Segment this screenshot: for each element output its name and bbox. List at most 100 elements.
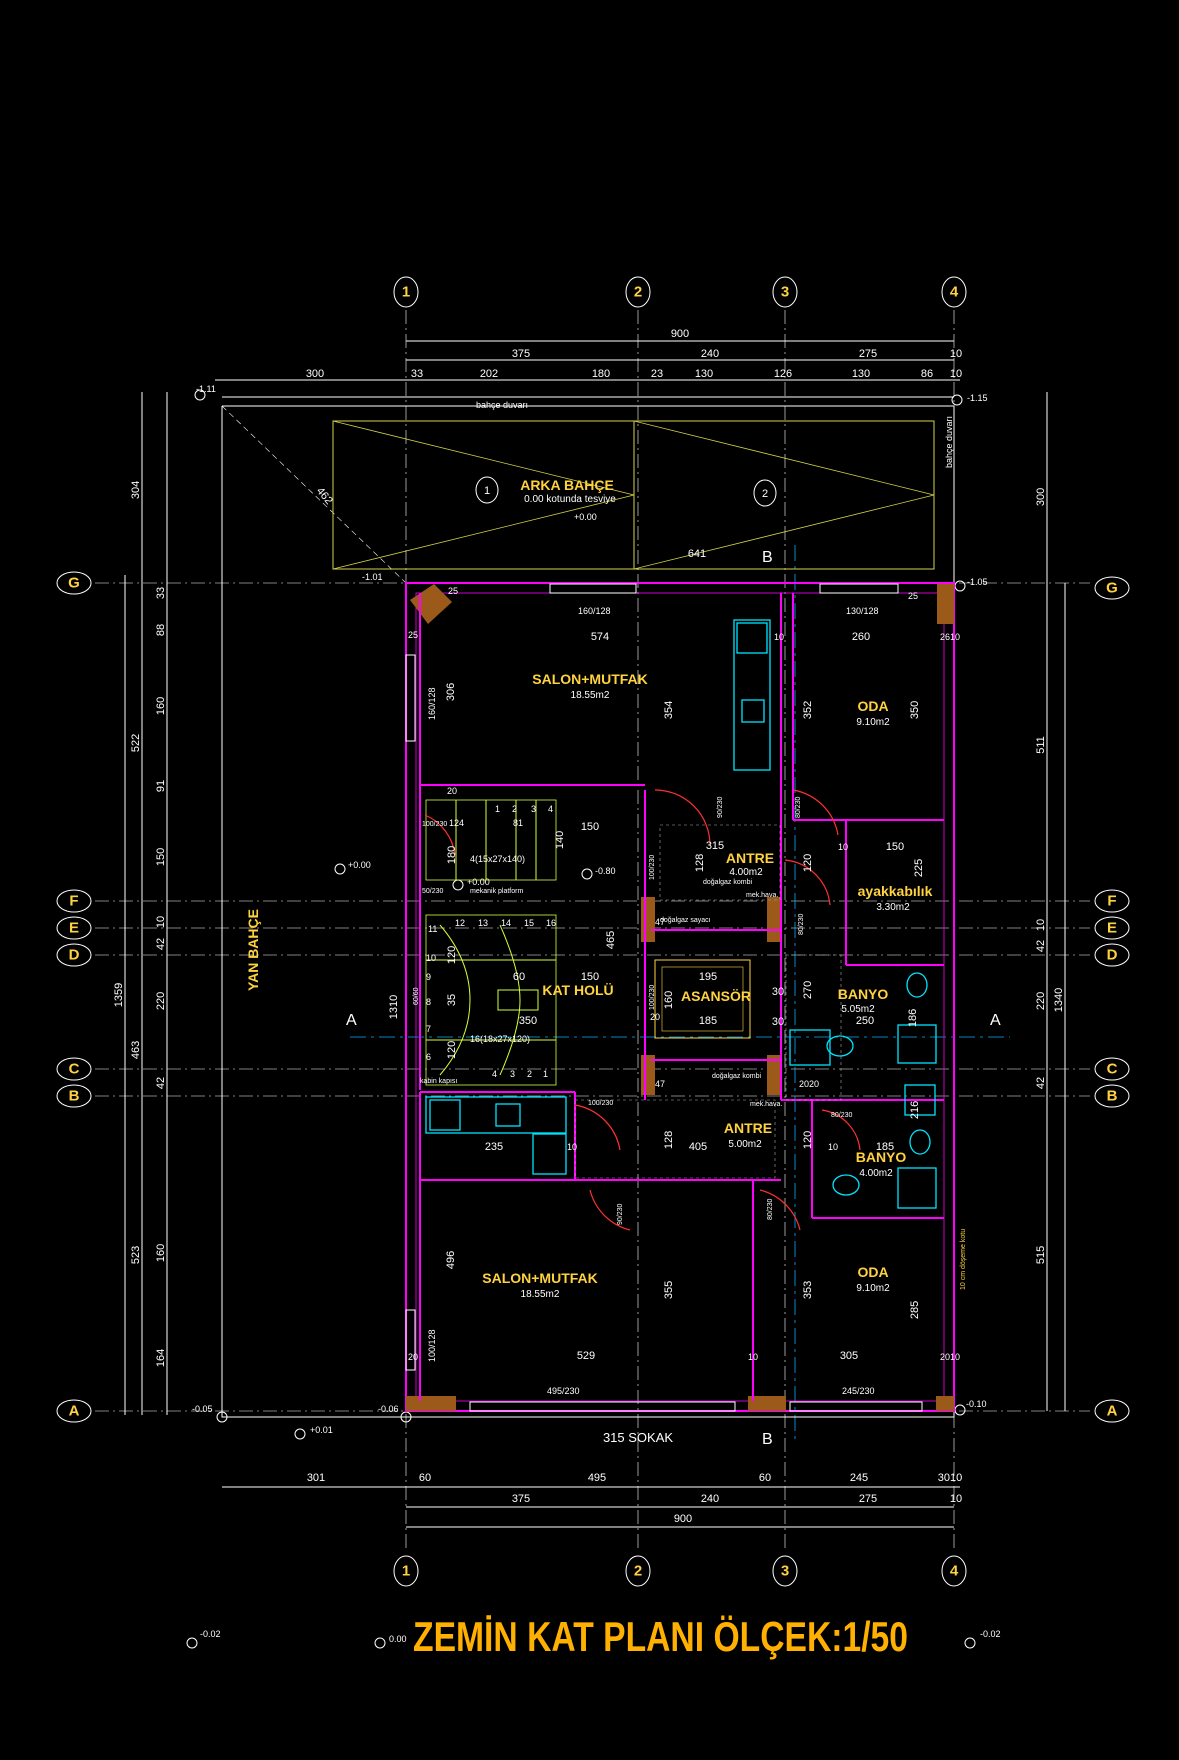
svg-text:2020: 2020 bbox=[799, 1079, 819, 1089]
stair-door-label: kabin kapısı bbox=[420, 1078, 457, 1085]
level-yan-bahce: +0.00 bbox=[348, 860, 371, 870]
dim-bottom-detail: 301 bbox=[307, 1472, 325, 1484]
grid-bubble-c-right: C bbox=[1094, 1057, 1130, 1081]
back-garden-label: ARKA BAHÇE bbox=[520, 477, 614, 493]
svg-text:100/230: 100/230 bbox=[422, 821, 447, 828]
svg-text:235: 235 bbox=[485, 1141, 503, 1153]
elevator bbox=[654, 959, 751, 1039]
room-floor-hall: KAT HOLÜ bbox=[542, 982, 613, 998]
dim-641: 641 bbox=[688, 548, 706, 560]
dim-top-mid: 240 bbox=[701, 348, 719, 360]
svg-text:ayakkabılık: ayakkabılık bbox=[858, 883, 933, 899]
level-top-right: -1.15 bbox=[967, 393, 988, 403]
svg-text:4.00m2: 4.00m2 bbox=[729, 867, 763, 878]
svg-text:10: 10 bbox=[838, 842, 848, 852]
grid-bubble-b-left: B bbox=[56, 1084, 92, 1108]
svg-text:11: 11 bbox=[428, 924, 437, 934]
dim-right-mid: 300 bbox=[1035, 488, 1047, 506]
svg-text:-0.02: -0.02 bbox=[200, 1629, 221, 1639]
svg-text:355: 355 bbox=[663, 1281, 675, 1299]
svg-text:80/230: 80/230 bbox=[831, 1112, 853, 1119]
svg-text:ANTRE: ANTRE bbox=[724, 1120, 772, 1136]
dim-top-detail: 33 bbox=[411, 368, 423, 380]
svg-text:E: E bbox=[1107, 920, 1117, 937]
svg-text:2610: 2610 bbox=[940, 632, 960, 642]
room-antre-bottom: ANTRE 5.00m2 bbox=[724, 1120, 772, 1150]
svg-text:doğalgaz kombi: doğalgaz kombi bbox=[712, 1073, 761, 1080]
svg-text:140: 140 bbox=[554, 831, 566, 849]
grid-bubble-3-bottom: 3 bbox=[772, 1555, 798, 1587]
dim-right-detail: 42 bbox=[1035, 940, 1047, 952]
svg-text:30: 30 bbox=[772, 986, 784, 998]
svg-text:25: 25 bbox=[408, 630, 418, 640]
dim-bottom-detail: 495 bbox=[588, 1472, 606, 1484]
svg-text:160/128: 160/128 bbox=[578, 606, 611, 616]
svg-text:12: 12 bbox=[455, 918, 465, 928]
inner-dimensions: 574 260 25 25 25 2610 10 306 354 352 350… bbox=[408, 586, 960, 1362]
garden-wall-label-right: bahçe duvarı bbox=[944, 416, 954, 468]
svg-text:25: 25 bbox=[908, 591, 918, 601]
level-back-garden: +0.00 bbox=[574, 512, 597, 522]
svg-text:-0.02: -0.02 bbox=[980, 1629, 1001, 1639]
dim-left-detail: 150 bbox=[155, 848, 167, 866]
section-markers: A A B B bbox=[346, 549, 1001, 1448]
grid-bubble-d-left: D bbox=[56, 943, 92, 967]
grid-bubble-1-top: 1 bbox=[393, 276, 419, 308]
grid-bubble-4-top: 4 bbox=[941, 276, 967, 308]
svg-text:128: 128 bbox=[694, 854, 706, 872]
opening-labels: 160/128 130/128 160/128 100/128 495/230 … bbox=[413, 606, 879, 1396]
svg-text:6: 6 bbox=[426, 1052, 431, 1062]
svg-text:18.55m2: 18.55m2 bbox=[521, 1289, 560, 1300]
level-top-left: -1.11 bbox=[196, 384, 216, 394]
svg-text:5.05m2: 5.05m2 bbox=[841, 1004, 875, 1015]
svg-text:80/230: 80/230 bbox=[767, 1198, 774, 1220]
grid-bubble-b-right: B bbox=[1094, 1084, 1130, 1108]
stair-top-label: 4(15x27x140) bbox=[470, 854, 525, 864]
svg-text:160: 160 bbox=[663, 991, 675, 1009]
svg-text:574: 574 bbox=[591, 631, 609, 643]
grid-bubble-f-left: F bbox=[56, 889, 92, 913]
svg-text:4: 4 bbox=[950, 284, 959, 301]
svg-text:495/230: 495/230 bbox=[547, 1386, 580, 1396]
svg-text:120: 120 bbox=[446, 1041, 458, 1059]
dim-top-detail: 10 bbox=[950, 368, 962, 380]
grid-bubble-1-bottom: 1 bbox=[393, 1555, 419, 1587]
level-bottom-left-2: -0.06 bbox=[378, 1404, 399, 1414]
svg-text:47: 47 bbox=[655, 917, 665, 927]
svg-text:F: F bbox=[69, 893, 78, 910]
dim-top-detail: 126 bbox=[774, 368, 792, 380]
svg-text:100/230: 100/230 bbox=[649, 985, 656, 1010]
dim-top-mid: 375 bbox=[512, 348, 530, 360]
svg-text:5.00m2: 5.00m2 bbox=[728, 1139, 762, 1150]
svg-text:130/128: 130/128 bbox=[846, 606, 879, 616]
svg-text:20: 20 bbox=[408, 1352, 418, 1362]
svg-text:2: 2 bbox=[634, 1563, 642, 1580]
svg-text:D: D bbox=[1107, 947, 1118, 964]
svg-text:250: 250 bbox=[856, 1015, 874, 1027]
svg-text:9: 9 bbox=[426, 972, 431, 982]
svg-text:180: 180 bbox=[446, 846, 458, 864]
svg-text:150: 150 bbox=[581, 821, 599, 833]
svg-text:KAT HOLÜ: KAT HOLÜ bbox=[542, 982, 613, 998]
svg-text:245/230: 245/230 bbox=[842, 1386, 875, 1396]
svg-text:60: 60 bbox=[513, 971, 525, 983]
svg-text:353: 353 bbox=[802, 1281, 814, 1299]
svg-text:80/230: 80/230 bbox=[798, 913, 805, 935]
svg-text:C: C bbox=[1107, 1061, 1118, 1078]
antre-tiles bbox=[574, 824, 842, 1179]
svg-text:186: 186 bbox=[907, 1009, 919, 1027]
svg-text:doğalgaz sayacı: doğalgaz sayacı bbox=[660, 917, 711, 924]
svg-text:0.00: 0.00 bbox=[389, 1634, 407, 1644]
level-markers: -1.11 -1.15 -1.01 -1.05 -0.05 -0.06 -0.1… bbox=[192, 384, 988, 1440]
grid-bubble-a-left: A bbox=[56, 1399, 92, 1423]
dim-top-detail: 300 bbox=[306, 368, 324, 380]
svg-text:10: 10 bbox=[828, 1142, 838, 1152]
back-garden: 1 2 ARKA BAHÇE 0.00 kotunda tesviye +0.0… bbox=[314, 420, 935, 570]
svg-text:4.00m2: 4.00m2 bbox=[859, 1168, 893, 1179]
